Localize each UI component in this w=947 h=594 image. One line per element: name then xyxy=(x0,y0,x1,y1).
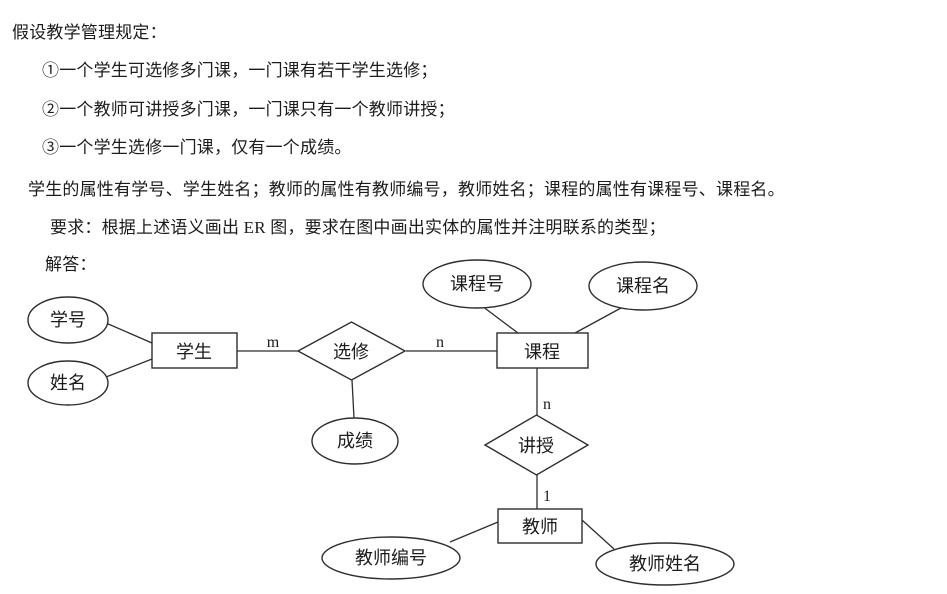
entity-teacher: 教师 xyxy=(497,508,583,544)
edge-coursename-course xyxy=(574,307,622,334)
relationship-diamond xyxy=(296,321,407,381)
attribute-student-name: 姓名 xyxy=(27,360,109,406)
entity-student-label: 学生 xyxy=(176,342,212,362)
edge-studentname-student xyxy=(105,358,153,378)
entity-course-label: 课程 xyxy=(524,342,560,362)
relationship-teaches-label: 讲授 xyxy=(518,436,554,456)
answer-label: 解答： xyxy=(45,255,97,274)
requirement-line: 要求：根据上述语义画出 ER 图，要求在图中画出实体的属性并注明联系的类型； xyxy=(50,218,666,237)
edge-teacher-teacherno xyxy=(449,521,499,543)
attribute-course-no-label: 课程号 xyxy=(450,274,504,294)
attribute-course-name-label: 课程名 xyxy=(616,276,670,296)
attributes-line: 学生的属性有学号、学生姓名；教师的属性有教师编号，教师姓名；课程的属性有课程号、… xyxy=(28,180,785,199)
edge-courseno-course xyxy=(481,305,519,334)
relationship-teaches: 讲授 xyxy=(483,414,590,476)
attribute-ellipse xyxy=(422,259,532,309)
attribute-ellipse xyxy=(311,417,399,465)
edge-teacher-teachername xyxy=(581,519,615,550)
attribute-student-no-label: 学号 xyxy=(50,310,86,330)
attribute-ellipse xyxy=(588,261,698,311)
attribute-student-name-label: 姓名 xyxy=(50,373,86,393)
relationship-enrolls-label: 选修 xyxy=(333,342,369,362)
attribute-ellipse xyxy=(595,542,735,586)
entity-teacher-label: 教师 xyxy=(522,517,558,537)
intro-line: 假设教学管理规定： xyxy=(12,23,167,42)
attribute-student-no: 学号 xyxy=(27,296,109,344)
attribute-ellipse xyxy=(27,360,109,406)
edge-enrolls-score xyxy=(351,379,355,419)
entity-student: 学生 xyxy=(151,332,238,369)
attribute-course-name: 课程名 xyxy=(588,261,698,311)
connector-lines xyxy=(105,305,622,550)
entity-rect xyxy=(496,332,589,369)
edge-studentno-student xyxy=(105,322,153,344)
entity-course: 课程 xyxy=(496,332,589,369)
rule-1-line: ①一个学生可选修多门课，一门课有若干学生选修； xyxy=(42,61,438,80)
attribute-teacher-no-label: 教师编号 xyxy=(355,548,427,568)
cardinality-n1: n xyxy=(436,334,444,351)
attribute-course-no: 课程号 xyxy=(422,259,532,309)
rule-3-line: ③一个学生选修一门课，仅有一个成绩。 xyxy=(42,138,352,157)
relationship-enrolls: 选修 xyxy=(296,321,407,381)
rule-2-line: ②一个教师可讲授多门课，一门课只有一个教师讲授； xyxy=(42,100,455,119)
entity-rect xyxy=(151,332,238,369)
attribute-ellipse xyxy=(321,536,461,580)
attribute-teacher-name-label: 教师姓名 xyxy=(629,554,701,574)
cardinality-m: m xyxy=(267,334,280,351)
attribute-score-label: 成绩 xyxy=(337,431,373,451)
cardinality-n2: n xyxy=(543,396,551,413)
attribute-teacher-no: 教师编号 xyxy=(321,536,461,580)
attribute-score: 成绩 xyxy=(311,417,399,465)
cardinality-1: 1 xyxy=(543,488,551,505)
attribute-ellipse xyxy=(27,296,109,344)
attribute-teacher-name: 教师姓名 xyxy=(595,542,735,586)
relationship-diamond xyxy=(483,414,590,476)
entity-rect xyxy=(497,508,583,544)
